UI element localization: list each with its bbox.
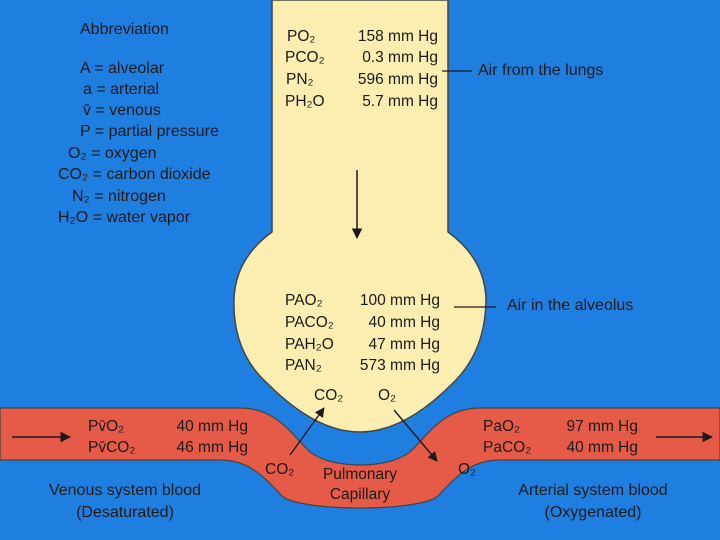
- inspired-gas-value: 0.3 mm Hg: [362, 49, 438, 66]
- abbreviation-item: O₂ = oxygen: [68, 145, 157, 162]
- venous-blood-sublabel: (Desaturated): [76, 504, 174, 521]
- venous-gas-label: Pv̄O₂: [88, 418, 125, 435]
- o2-diffusion-arrow: [393, 409, 438, 462]
- co2-blood-label: CO₂: [265, 461, 295, 478]
- o2-exchange-label: O₂: [378, 387, 397, 404]
- arterial-gas-label: PaCO₂: [483, 439, 532, 456]
- venous-gas-value: 46 mm Hg: [176, 439, 249, 456]
- inspired-gas-value: 5.7 mm Hg: [362, 93, 438, 110]
- pulmonary-capillary: [0, 407, 720, 509]
- airway-and-alveolus: [233, 0, 487, 433]
- alveolar-gas-label: PAO₂: [285, 292, 323, 309]
- arterial-gas-value: 40 mm Hg: [566, 439, 639, 456]
- arterial-blood-label: Arterial system blood: [518, 482, 668, 499]
- inspired-gas-value: 158 mm Hg: [357, 28, 438, 45]
- abbreviation-item: A = alveolar: [80, 60, 165, 77]
- alveolar-gas-value: 573 mm Hg: [359, 357, 440, 374]
- inspired-gas-label: PH₂O: [285, 93, 325, 110]
- venous-gas-value: 40 mm Hg: [176, 418, 249, 435]
- abbreviation-title: Abbreviation: [80, 21, 169, 38]
- inspired-gas-label: PO₂: [287, 28, 316, 45]
- arterial-gas-value: 97 mm Hg: [566, 418, 639, 435]
- alveolar-gas-label: PAN₂: [285, 357, 322, 374]
- alveolar-gas-value: 100 mm Hg: [359, 292, 440, 309]
- alveolar-gas-label: PACO₂: [285, 314, 334, 331]
- abbreviation-item: CO₂ = carbon dioxide: [58, 166, 211, 183]
- abbreviation-item: N₂ = nitrogen: [72, 188, 166, 205]
- abbreviation-item: P = partial pressure: [80, 123, 219, 140]
- abbreviation-item: H₂O = water vapor: [58, 209, 191, 226]
- alveolar-gas-label: PAH₂O: [285, 336, 334, 353]
- arterial-blood-sublabel: (Oxygenated): [544, 504, 642, 521]
- co2-exchange-label: CO₂: [314, 387, 344, 404]
- co2-diffusion-arrow: [289, 407, 325, 456]
- air-in-alveolus-label: Air in the alveolus: [507, 297, 634, 314]
- abbreviation-item: v̄ = venous: [83, 102, 161, 119]
- venous-gas-label: Pv̄CO₂: [88, 439, 136, 456]
- inspired-gas-label: PCO₂: [285, 49, 325, 66]
- abbreviation-item: a = arterial: [83, 81, 160, 98]
- air-from-lungs-label: Air from the lungs: [478, 62, 604, 79]
- inspired-gas-value: 596 mm Hg: [357, 71, 438, 88]
- venous-blood-label: Venous system blood: [48, 482, 202, 499]
- alveolar-gas-value: 47 mm Hg: [368, 336, 441, 353]
- arterial-gas-label: PaO₂: [483, 418, 521, 435]
- inspired-gas-label: PN₂: [286, 71, 314, 88]
- pulmonary-capillary-label: Pulmonary Capillary: [322, 466, 398, 503]
- alveolar-gas-value: 40 mm Hg: [368, 314, 441, 331]
- o2-blood-label: O₂: [458, 461, 477, 478]
